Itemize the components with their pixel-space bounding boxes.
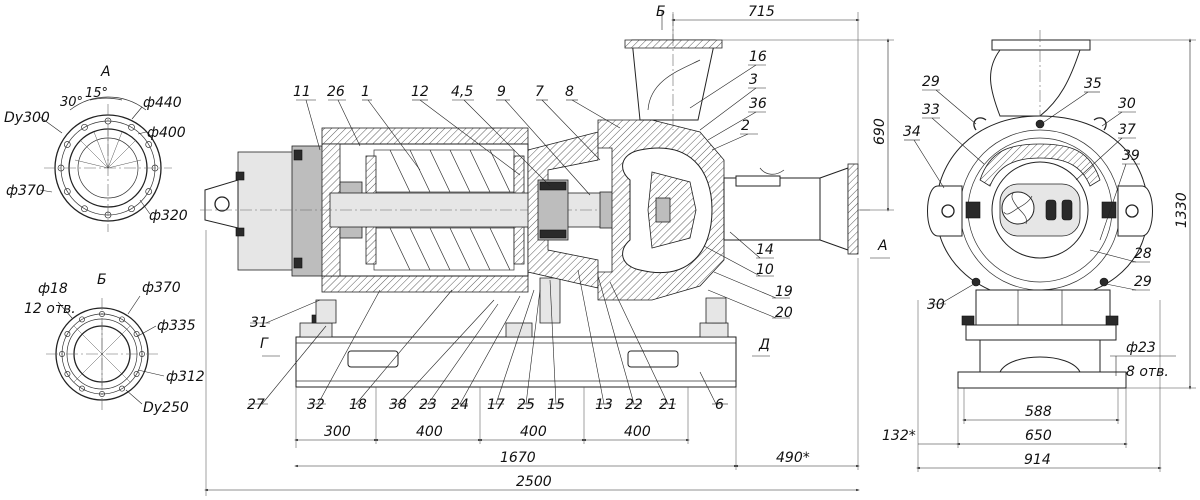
view-b-d370: ф370 (142, 280, 181, 296)
pos-32: 32 (307, 397, 325, 413)
dim-chain (294, 387, 690, 448)
pos-11: 11 (293, 84, 311, 100)
pos-10: 10 (756, 262, 774, 278)
pos-18: 18 (349, 397, 367, 413)
dim-400-c-label: 400 (624, 424, 651, 440)
pos-21: 21 (659, 397, 677, 413)
dim-132-label: 132* (882, 428, 916, 444)
pos-14: 14 (756, 242, 774, 258)
pos-25: 25 (517, 397, 535, 413)
dim-1330 (1090, 38, 1196, 390)
side-pos-29-top: 29 (922, 74, 940, 90)
pos-8: 8 (565, 84, 574, 100)
front-view (200, 14, 870, 388)
view-b-hole-diameter: ф18 (38, 281, 68, 297)
pos-4-5: 4,5 (451, 84, 473, 100)
side-view (927, 30, 1153, 389)
pos-20: 20 (775, 305, 793, 321)
view-a-d400: ф400 (147, 125, 186, 141)
dim-400-a-label: 400 (416, 424, 443, 440)
dim-490-label: 490* (776, 450, 810, 466)
view-a-letter: А (100, 64, 111, 80)
side-pos-33: 33 (922, 102, 940, 118)
dim-400-b-label: 400 (520, 424, 547, 440)
dim-588-label: 588 (1025, 404, 1052, 420)
dim-1670 (294, 258, 860, 470)
dim-914-label: 914 (1024, 452, 1051, 468)
pos-27: 27 (247, 397, 265, 413)
side-pos-30-top: 30 (1118, 96, 1136, 112)
side-pos-28: 28 (1134, 246, 1152, 262)
view-a-angle-15: 15° (85, 86, 108, 101)
pos-24: 24 (451, 397, 469, 413)
pos-1: 1 (361, 84, 370, 100)
dim-690-label: 690 (872, 118, 888, 145)
view-a-flange (39, 96, 172, 232)
pos-26: 26 (327, 84, 345, 100)
side-dims (916, 300, 1162, 472)
view-b-letter: Б (97, 272, 107, 288)
side-pos-30-bottom: 30 (927, 297, 945, 313)
dim-2500-label: 2500 (516, 474, 552, 490)
pos-3: 3 (749, 72, 758, 88)
view-b-flange (46, 295, 165, 410)
view-a-d320: ф320 (149, 208, 188, 224)
dim-2500 (204, 230, 860, 496)
view-a-bolt-holes (57, 117, 159, 219)
hole-count-label: 8 отв. (1126, 364, 1169, 380)
pos-23: 23 (419, 397, 437, 413)
section-letter-g: Г (260, 336, 269, 352)
pos-9: 9 (497, 84, 506, 100)
hole-callout-leader (1110, 355, 1176, 376)
callouts-bottom-leaders (248, 269, 728, 405)
side-pos-35: 35 (1084, 76, 1102, 92)
section-letter-d: Д (758, 337, 770, 353)
pos-17: 17 (487, 397, 505, 413)
dim-300-label: 300 (324, 424, 351, 440)
dim-715 (671, 12, 860, 164)
side-pos-39: 39 (1122, 148, 1140, 164)
dim-650-label: 650 (1025, 428, 1052, 444)
pos-16: 16 (749, 49, 767, 65)
pos-38: 38 (389, 397, 407, 413)
dim-715-label: 715 (748, 4, 775, 20)
dim-690 (722, 38, 894, 212)
pos-12: 12 (411, 84, 429, 100)
pos-13: 13 (595, 397, 613, 413)
view-b-d312: ф312 (166, 369, 205, 385)
callouts-top-leaders (296, 64, 766, 196)
view-a-nominal-diameter: Dy300 (4, 110, 50, 126)
view-b-d335: ф335 (157, 318, 196, 334)
section-letter-b: Б (656, 4, 666, 20)
section-letter-a: А (877, 238, 888, 254)
hole-diameter-label: ф23 (1126, 340, 1156, 356)
side-pos-29-bottom: 29 (1134, 274, 1152, 290)
view-a-d370: ф370 (6, 183, 45, 199)
side-pos-37: 37 (1118, 122, 1136, 138)
side-callout-leaders (904, 89, 1150, 305)
pos-36: 36 (749, 96, 767, 112)
pos-6: 6 (715, 397, 724, 413)
view-b-nominal-diameter: Dy250 (143, 400, 189, 416)
view-b-hole-count: 12 отв. (24, 301, 76, 317)
pos-31: 31 (250, 315, 268, 331)
dim-1330-label: 1330 (1174, 192, 1190, 228)
callouts-right-leaders (703, 231, 790, 319)
pos-7: 7 (535, 84, 544, 100)
side-pos-34: 34 (903, 124, 921, 140)
pos-22: 22 (625, 397, 643, 413)
pos-2: 2 (741, 118, 750, 134)
pos-15: 15 (547, 397, 565, 413)
pos-19: 19 (775, 284, 793, 300)
view-a-angle-30: 30° (60, 95, 83, 110)
view-a-d440: ф440 (143, 95, 182, 111)
dim-1670-label: 1670 (500, 450, 536, 466)
